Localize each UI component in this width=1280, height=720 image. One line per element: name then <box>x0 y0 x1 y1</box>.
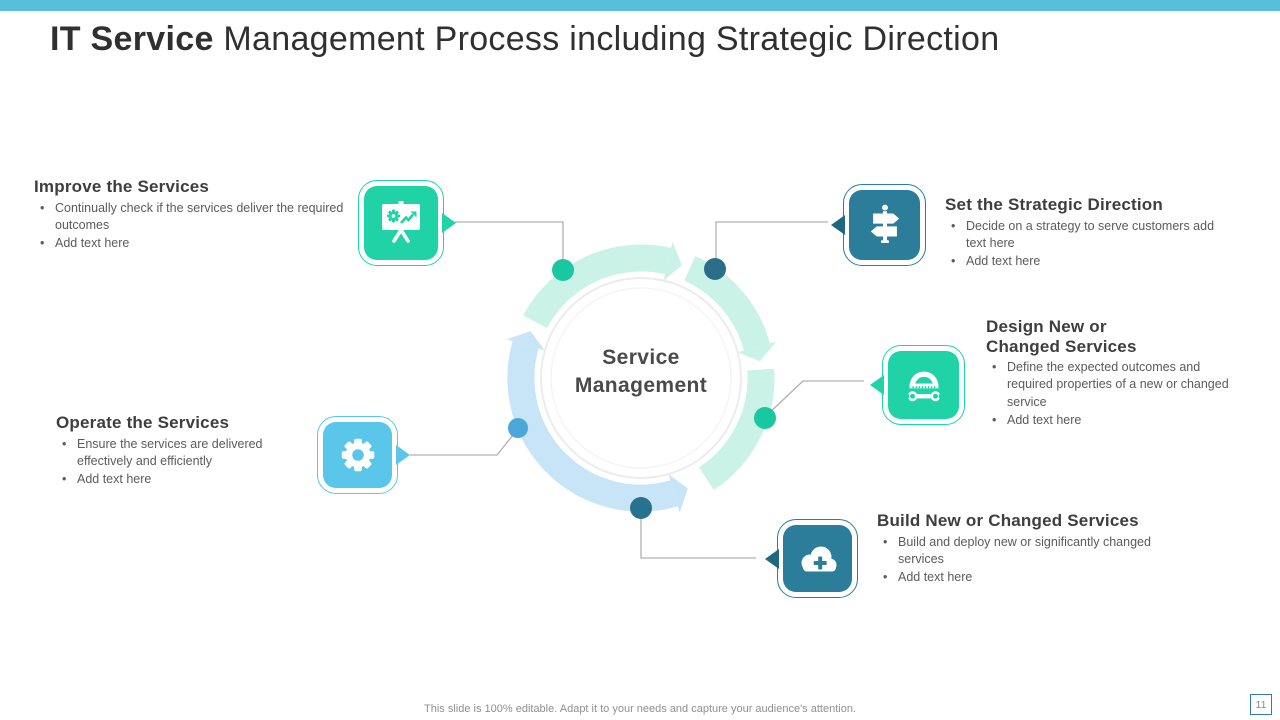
page-number: 11 <box>1250 694 1272 715</box>
presentation-chart-icon <box>382 201 420 243</box>
operate-connector-arrow <box>396 445 410 465</box>
design-text-block: Design New or Changed Services Define th… <box>986 317 1236 430</box>
operate-bullet: Ensure the services are delivered effect… <box>56 436 308 471</box>
page-title-bold: IT Service <box>50 20 214 58</box>
strategic-text-block: Set the Strategic Direction Decide on a … <box>945 195 1237 271</box>
center-label-line1: Service <box>602 346 680 369</box>
design-bullet: Add text here <box>986 412 1236 430</box>
center-label: Service Management <box>531 344 751 399</box>
top-accent-bar <box>0 0 1280 11</box>
build-icon-box <box>765 519 858 598</box>
improve-connector-arrow <box>442 213 456 233</box>
design-bullet: Define the expected outcomes and require… <box>986 359 1236 411</box>
build-title: Build New or Changed Services <box>877 511 1139 530</box>
center-circle <box>540 277 742 479</box>
improve-title: Improve the Services <box>34 177 210 196</box>
improve-text-block: Improve the Services Continually check i… <box>34 177 352 253</box>
ring-dots <box>508 258 776 519</box>
strategic-title: Set the Strategic Direction <box>945 195 1163 214</box>
strategic-connector-arrow <box>831 215 845 235</box>
build-bullet: Add text here <box>877 569 1169 587</box>
design-icon-box <box>870 345 965 425</box>
connector-lines <box>410 221 864 559</box>
page-title-rest: Management Process including Strategic D… <box>213 20 1000 58</box>
operate-icon-box <box>317 416 410 494</box>
ring-dot-strategic <box>704 258 726 280</box>
cloud-plus-icon <box>801 546 836 571</box>
operate-bullet: Add text here <box>56 471 308 489</box>
design-title: Design New or Changed Services <box>986 317 1137 356</box>
footer-note: This slide is 100% editable. Adapt it to… <box>424 703 856 715</box>
design-connector-arrow <box>870 375 884 395</box>
build-bullet: Build and deploy new or significantly ch… <box>877 534 1169 569</box>
ring-dot-build <box>630 497 652 519</box>
improve-bullet: Continually check if the services delive… <box>34 200 352 235</box>
ring-dot-improve <box>552 259 574 281</box>
signpost-icon <box>870 204 899 244</box>
operate-title: Operate the Services <box>56 413 230 432</box>
page-title: IT Service Management Process including … <box>50 20 1250 59</box>
gear-icon <box>341 438 374 472</box>
operate-text-block: Operate the Services Ensure the services… <box>56 413 308 489</box>
ring-dot-operate <box>508 418 528 438</box>
protractor-wrench-icon <box>903 371 944 402</box>
improve-icon-box <box>358 180 456 266</box>
strategic-icon-box <box>831 184 926 266</box>
ring-dot-design <box>754 407 776 429</box>
build-connector-arrow <box>765 548 779 569</box>
center-label-line2: Management <box>574 373 708 397</box>
improve-bullet: Add text here <box>34 235 352 253</box>
build-text-block: Build New or Changed Services Build and … <box>877 511 1169 587</box>
strategic-bullet: Add text here <box>945 253 1237 271</box>
strategic-bullet: Decide on a strategy to serve customers … <box>945 218 1237 253</box>
